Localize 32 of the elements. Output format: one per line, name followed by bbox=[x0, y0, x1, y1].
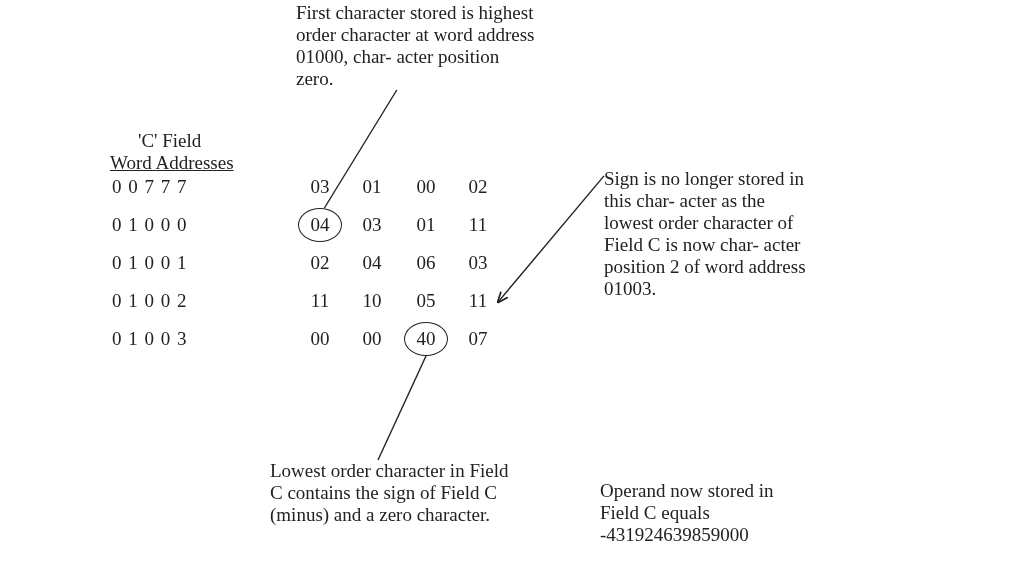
table-value: 02 bbox=[467, 176, 489, 198]
table-value: 10 bbox=[361, 290, 383, 312]
arrow bbox=[496, 175, 605, 304]
table-value: 00 bbox=[415, 176, 437, 198]
table-value: 11 bbox=[467, 214, 489, 236]
callout-text: Sign is no longer stored in this char- acter as the lowest order character of Field C is now char- acter position 2 of word address 01003. bbox=[604, 168, 814, 300]
note-text: Operand now stored in Field C equals -431924639859000 bbox=[600, 480, 775, 546]
table-value: 03 bbox=[361, 214, 383, 236]
table-value: 02 bbox=[309, 252, 331, 274]
word-address: 0 1 0 0 3 bbox=[112, 328, 188, 350]
leader-line bbox=[377, 355, 427, 461]
callout-text: First character stored is highest order character at word address 01000, char- acter position zero. bbox=[296, 2, 536, 90]
word-address: 0 0 7 7 7 bbox=[112, 176, 188, 198]
table-value: 06 bbox=[415, 252, 437, 274]
table-value: 04 bbox=[361, 252, 383, 274]
callout-text: Lowest order character in Field C contains the sign of Field C (minus) and a zero character. bbox=[270, 460, 510, 526]
table-value: 11 bbox=[458, 290, 498, 312]
table-value: 07 bbox=[467, 328, 489, 350]
table-value: 00 bbox=[361, 328, 383, 350]
table-value: 01 bbox=[361, 176, 383, 198]
column-heading: Word Addresses bbox=[110, 152, 234, 174]
leader-line bbox=[323, 89, 398, 209]
word-address: 0 1 0 0 0 bbox=[112, 214, 188, 236]
table-value: 00 bbox=[309, 328, 331, 350]
table-value: 01 bbox=[415, 214, 437, 236]
word-address: 0 1 0 0 1 bbox=[112, 252, 188, 274]
table-value: 03 bbox=[467, 252, 489, 274]
word-address: 0 1 0 0 2 bbox=[112, 290, 188, 312]
column-heading: 'C' Field bbox=[138, 130, 202, 152]
table-value: 11 bbox=[309, 290, 331, 312]
table-value: 05 bbox=[415, 290, 437, 312]
table-value: 03 bbox=[309, 176, 331, 198]
